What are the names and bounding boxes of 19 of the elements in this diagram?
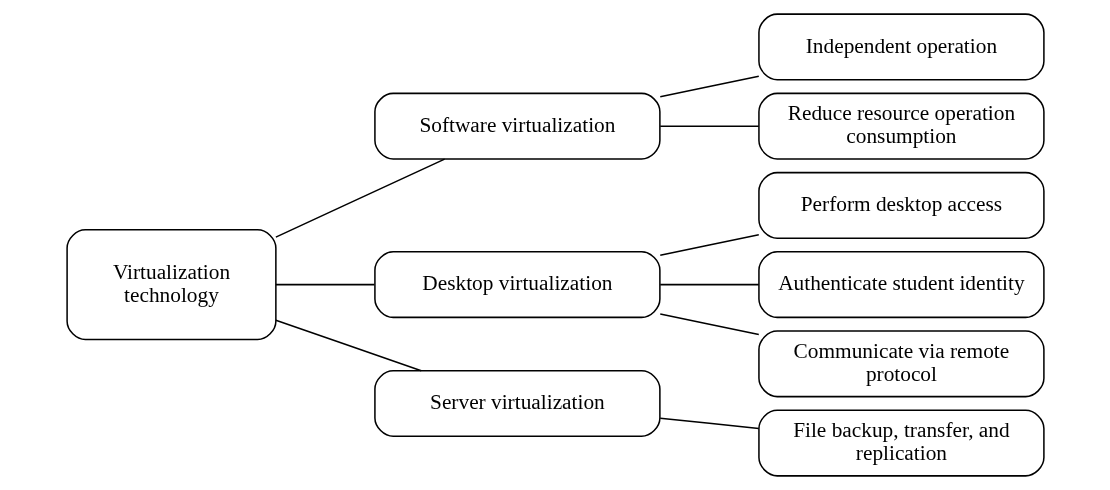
connector (659, 125, 760, 127)
connector (274, 283, 375, 286)
node-box: Perform desktop access (757, 171, 1045, 239)
node-box: Reduce resource operation consumption (757, 92, 1045, 160)
connector (659, 417, 760, 430)
node-box: Authenticate student identity (757, 251, 1045, 319)
node-box: Virtualization technology (65, 229, 277, 341)
connector (659, 313, 760, 336)
connector (274, 158, 445, 238)
connector (659, 233, 760, 256)
connector (274, 319, 422, 372)
connector (659, 283, 760, 286)
node-box: File backup, transfer, and replication (757, 409, 1045, 477)
node-box: Communicate via remote protocol (757, 330, 1045, 398)
node-box: Independent operation (757, 13, 1045, 81)
node-box: Software virtualization (373, 92, 661, 160)
node-box: Desktop virtualization (373, 251, 661, 319)
node-box: Server virtualization (373, 369, 661, 437)
connector (659, 75, 760, 98)
